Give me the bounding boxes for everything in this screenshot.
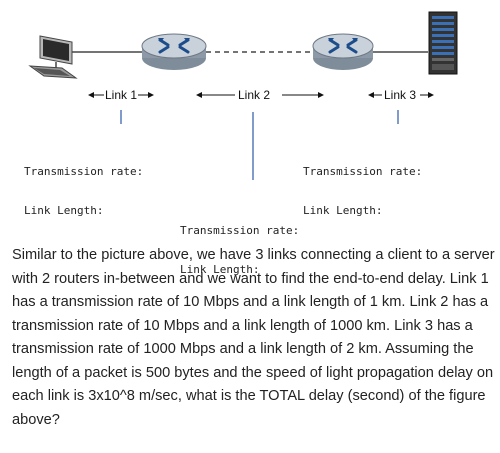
link3-arrow <box>368 92 434 98</box>
link1-arrow <box>88 92 154 98</box>
link2-info: Transmission rate: Link Length: <box>180 198 299 302</box>
link2-label: Link 2 <box>238 88 271 102</box>
link1-label: Link 1 <box>105 88 138 102</box>
link1-length-label: Link Length: <box>24 204 104 217</box>
network-diagram-svg <box>28 11 458 180</box>
link3-label: Link 3 <box>384 88 417 102</box>
link3-length-label: Link Length: <box>303 204 383 217</box>
question-text: Similar to the picture above, we have 3 … <box>12 247 495 428</box>
router-icon <box>141 33 207 70</box>
link2-arrow <box>196 92 324 98</box>
link3-rate-label: Transmission rate: <box>303 165 423 178</box>
link1-rate-label: Transmission rate: <box>24 165 144 178</box>
link2-length-label: Link Length: <box>180 263 260 276</box>
network-diagram: Link 1 Link 2 Link 3 Transmission rate: … <box>24 11 458 276</box>
router-icon <box>312 33 374 70</box>
client-computer-icon <box>28 35 78 79</box>
server-icon <box>428 11 458 75</box>
link2-rate-label: Transmission rate: <box>180 224 300 237</box>
link1-info: Transmission rate: Link Length: <box>24 139 143 243</box>
link3-info: Transmission rate: Link Length: <box>303 139 422 243</box>
